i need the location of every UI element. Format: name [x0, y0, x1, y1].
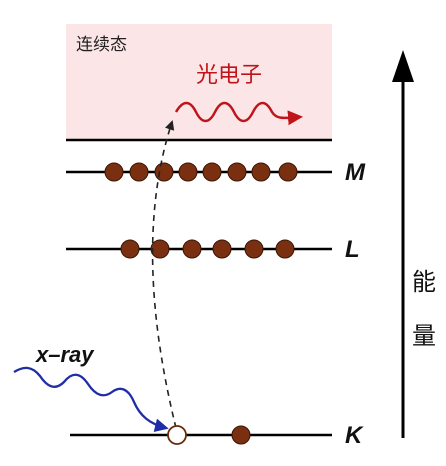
electron — [150, 239, 170, 259]
energy-axis-label-top: 能 — [412, 268, 436, 296]
k-vacancy — [167, 425, 187, 445]
electron — [278, 162, 298, 182]
electron — [251, 162, 271, 182]
electron — [275, 239, 295, 259]
electron — [154, 162, 174, 182]
electron — [129, 162, 149, 182]
electron — [231, 425, 251, 445]
excitation-path-arrow — [151, 120, 177, 429]
photoelectron-label: 光电子 — [196, 63, 262, 88]
electron — [244, 239, 264, 259]
level-l-label: L — [345, 236, 360, 263]
level-k-label: K — [345, 422, 364, 449]
energy-axis-label-bottom: 量 — [412, 322, 436, 350]
electron — [202, 162, 222, 182]
electron — [227, 162, 247, 182]
electron — [212, 239, 232, 259]
electron — [178, 162, 198, 182]
electron — [120, 239, 140, 259]
continuum-label: 连续态 — [76, 35, 127, 55]
level-l-electrons — [120, 239, 295, 259]
photoelectron-wave — [174, 101, 303, 126]
level-m-electrons — [104, 162, 298, 182]
electron — [182, 239, 202, 259]
xray-label: x–ray — [35, 342, 95, 367]
energy-axis-arrowhead — [392, 50, 414, 82]
level-m-label: M — [345, 159, 366, 186]
xray-wave — [13, 366, 169, 433]
electron — [104, 162, 124, 182]
